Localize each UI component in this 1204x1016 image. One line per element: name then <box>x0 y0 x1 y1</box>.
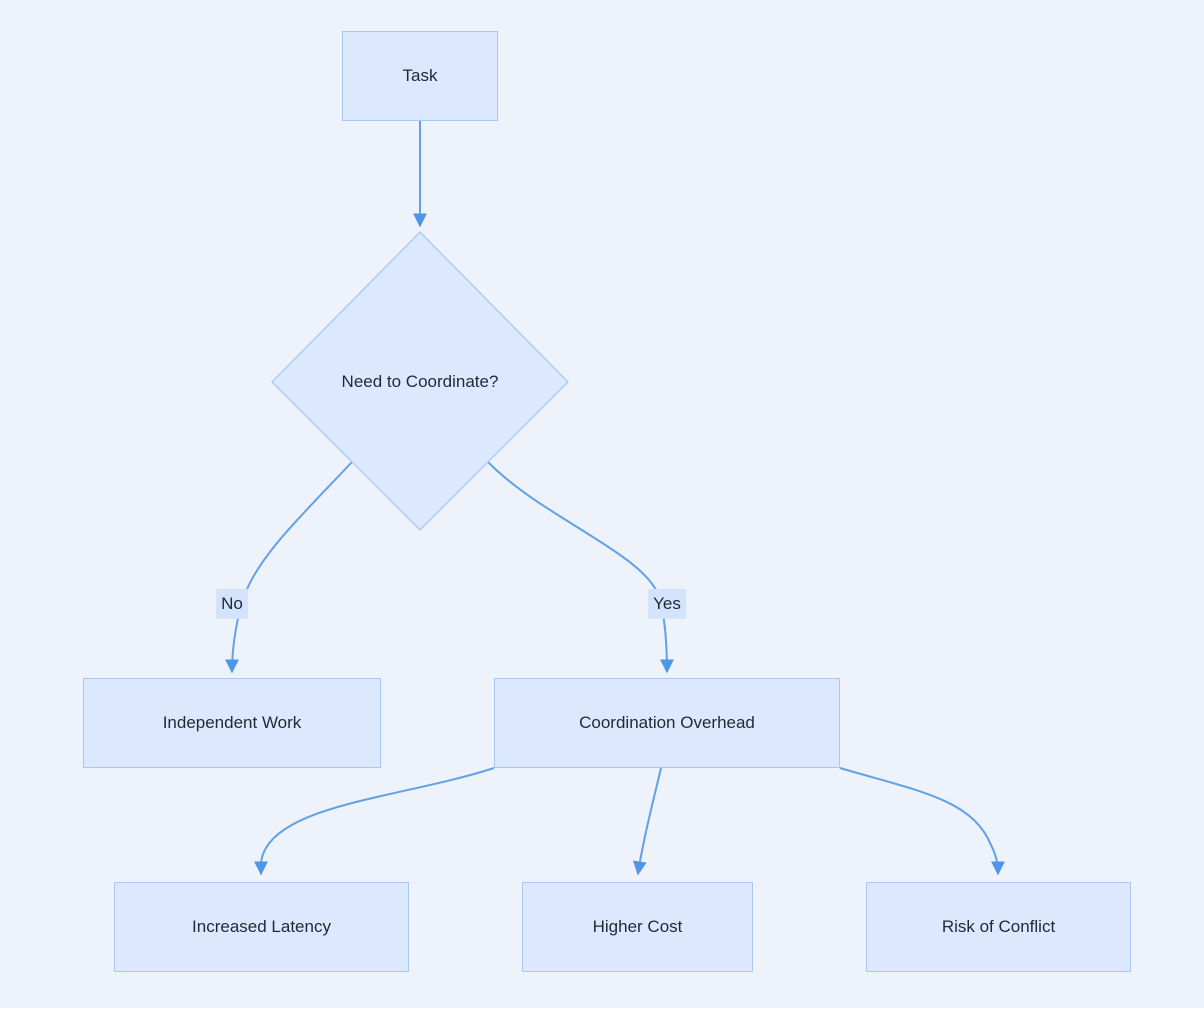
edge-label-yes: Yes <box>648 588 686 620</box>
node-risk-of-conflict-label: Risk of Conflict <box>941 917 1056 936</box>
node-increased-latency: Increased Latency <box>114 882 409 972</box>
edge-coordination-cost <box>632 767 662 876</box>
edge-coordination-conflict <box>839 767 1005 876</box>
edge-decision-coordination <box>487 461 674 674</box>
edge-label-no: No <box>216 588 248 620</box>
node-coordination-overhead-label: Coordination Overhead <box>579 713 755 732</box>
node-decision-shape <box>271 231 569 531</box>
node-increased-latency-label: Increased Latency <box>192 917 331 936</box>
node-independent-work: Independent Work <box>83 678 381 768</box>
node-decision-label: Need to Coordinate? <box>341 372 499 391</box>
node-independent-work-label: Independent Work <box>162 713 302 732</box>
edge-coordination-latency <box>253 767 495 876</box>
node-higher-cost-label: Higher Cost <box>592 917 683 936</box>
node-higher-cost: Higher Cost <box>522 882 753 972</box>
node-task: Task <box>342 31 498 121</box>
edge-decision-independent <box>225 461 353 674</box>
node-task-label: Task <box>402 66 438 85</box>
node-decision: Need to Coordinate? <box>320 362 520 402</box>
node-coordination-overhead: Coordination Overhead <box>494 678 840 768</box>
node-risk-of-conflict: Risk of Conflict <box>866 882 1131 972</box>
